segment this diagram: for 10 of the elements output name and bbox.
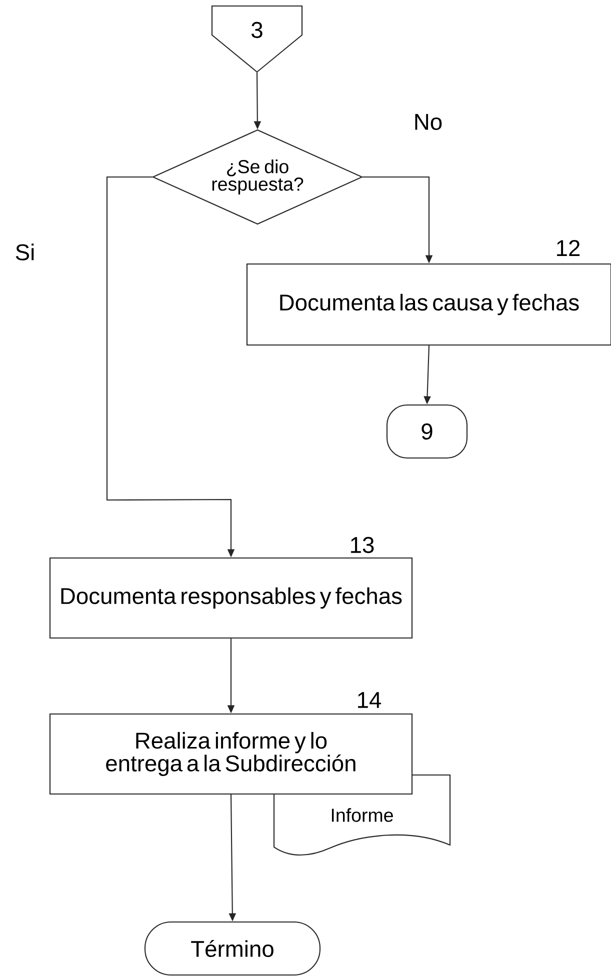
edge-label: No xyxy=(412,112,444,132)
process-box: Realiza informe y lo entrega a la Subdirección xyxy=(49,713,413,795)
step-number: 12 xyxy=(557,240,580,256)
connector-terminal: 9 xyxy=(386,404,468,459)
process-box: Documenta las causa y fechas xyxy=(246,263,611,346)
step-number: 14 xyxy=(358,692,382,708)
edge-label: Si xyxy=(14,242,36,262)
process-box: Documenta responsables y fechas xyxy=(49,557,413,639)
off-page-connector: 3 xyxy=(211,5,303,73)
step-number: 13 xyxy=(351,536,374,554)
